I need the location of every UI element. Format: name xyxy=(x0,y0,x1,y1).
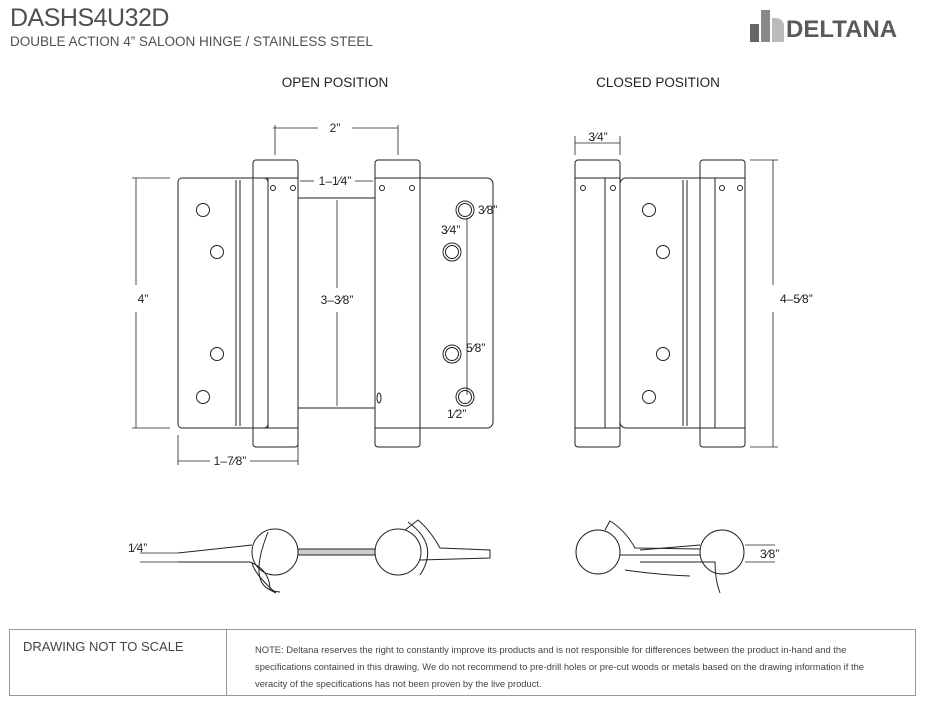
open-dimensions xyxy=(132,125,468,465)
dim-hole-dia: 3⁄8” xyxy=(478,203,497,217)
footer-notes: DRAWING NOT TO SCALE NOTE: Deltana reser… xyxy=(9,629,916,696)
closed-top-dims xyxy=(745,544,775,563)
model-number: DASHS4U32D xyxy=(10,4,169,32)
dim-hole-edge: 1⁄2” xyxy=(447,407,466,421)
dim-open-width: 2” xyxy=(330,121,341,135)
dim-overall-height: 4–5⁄8” xyxy=(780,292,813,306)
scale-note: DRAWING NOT TO SCALE xyxy=(10,630,227,695)
open-position-label: OPEN POSITION xyxy=(282,75,389,90)
dim-closed-barrel: 3⁄4” xyxy=(588,130,607,144)
dim-hole-spacing-top: 3⁄4” xyxy=(441,223,460,237)
closed-position-label: CLOSED POSITION xyxy=(596,75,720,90)
closed-dimensions xyxy=(574,136,778,448)
dim-leaf-width: 1–7⁄8” xyxy=(214,454,247,468)
dim-height: 4” xyxy=(138,292,149,306)
dim-closed-thickness: 3⁄8” xyxy=(760,547,779,561)
open-top-view xyxy=(177,519,491,594)
brand-logo: DELTANA xyxy=(750,10,897,42)
logo-mark-icon xyxy=(750,10,784,42)
open-hinge xyxy=(177,159,494,448)
disclaimer: NOTE: Deltana reserves the right to cons… xyxy=(255,644,864,689)
brand-name: DELTANA xyxy=(786,16,898,43)
dim-leaf-thickness: 1⁄4” xyxy=(128,541,147,555)
dim-hole-spacing-mid: 5⁄8” xyxy=(466,341,485,355)
product-description: DOUBLE ACTION 4” SALOON HINGE / STAINLES… xyxy=(10,34,373,49)
open-top-dims xyxy=(140,552,178,563)
closed-top-view xyxy=(575,520,745,594)
dim-barrel-gap: 1–1⁄4” xyxy=(319,174,352,188)
dim-spring-height: 3–3⁄8” xyxy=(321,293,354,307)
closed-hinge xyxy=(574,159,746,448)
